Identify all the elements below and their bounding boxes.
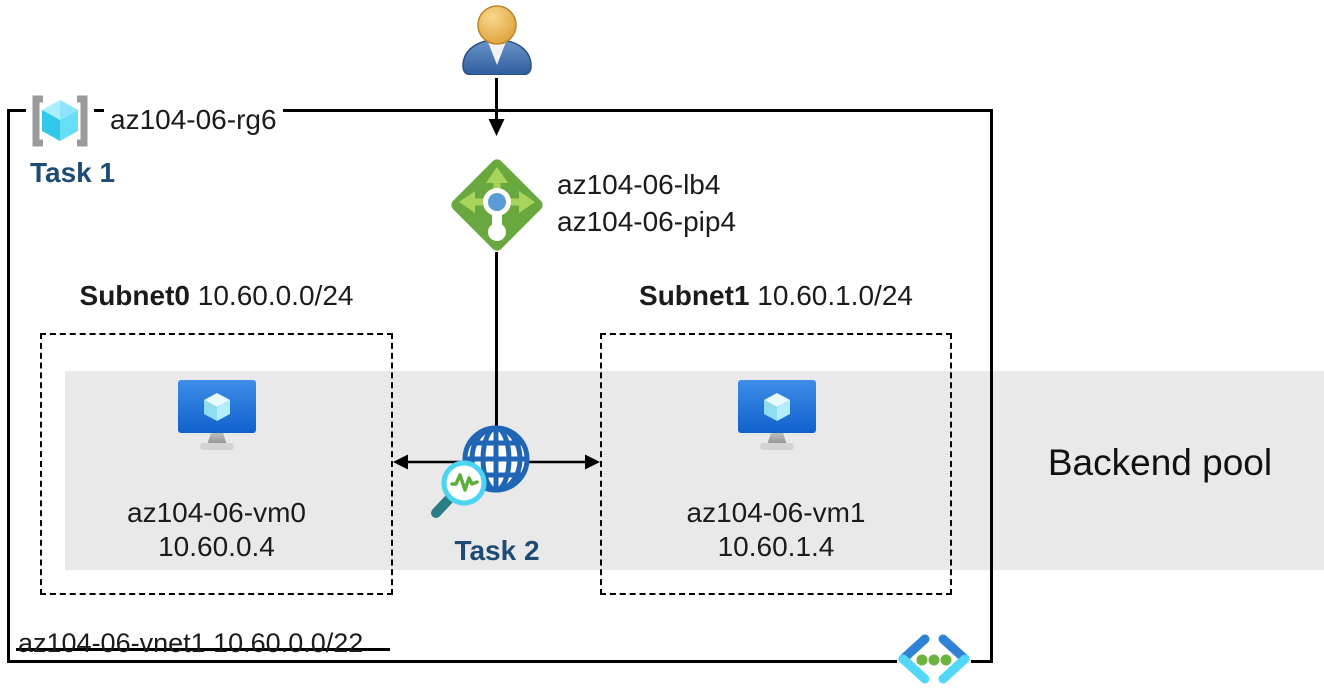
load-balancer-icon [447,155,547,255]
backend-pool-band [65,371,1324,570]
task1-label: Task 1 [30,157,116,188]
subnet0-cidr: 10.60.0.0/24 [197,280,354,311]
task2-label: Task 2 [454,535,540,566]
resource-group-icon [26,92,94,150]
virtual-machine-icon [177,380,257,452]
subnet1-label: Subnet1 10.60.1.0/24 [600,280,952,312]
vnet-label: az104-06-vnet1 10.60.0.0/22 [18,628,364,658]
subnet0-box [40,333,393,595]
vm1-label: az104-06-vm1 10.60.1.4 [600,496,952,564]
subnet0-name: Subnet0 [79,280,190,311]
resource-group-label: az104-06-rg6 [104,104,283,136]
vm1-ip: 10.60.1.4 [717,531,835,562]
network-watcher-globe-icon [425,412,555,530]
vnet-box-bottom-line [16,648,390,651]
load-balancer-name: az104-06-lb4 [557,169,721,200]
virtual-machine-icon [737,380,817,452]
subnet0-label: Subnet0 10.60.0.0/24 [40,280,393,312]
virtual-network-icon [891,631,977,687]
load-balancer-labels: az104-06-lb4 az104-06-pip4 [557,166,736,240]
public-ip-name: az104-06-pip4 [557,206,737,237]
resource-group-box [7,109,993,663]
vm0-label: az104-06-vm0 10.60.0.4 [40,496,393,564]
vm1-name: az104-06-vm1 [686,497,866,528]
subnet1-cidr: 10.60.1.0/24 [757,280,913,311]
vm0-name: az104-06-vm0 [127,497,306,528]
subnet1-box [600,333,952,595]
subnet1-name: Subnet1 [639,280,750,311]
user-icon [453,5,541,76]
vm0-ip: 10.60.0.4 [158,531,275,562]
backend-pool-label: Backend pool [1047,442,1273,483]
